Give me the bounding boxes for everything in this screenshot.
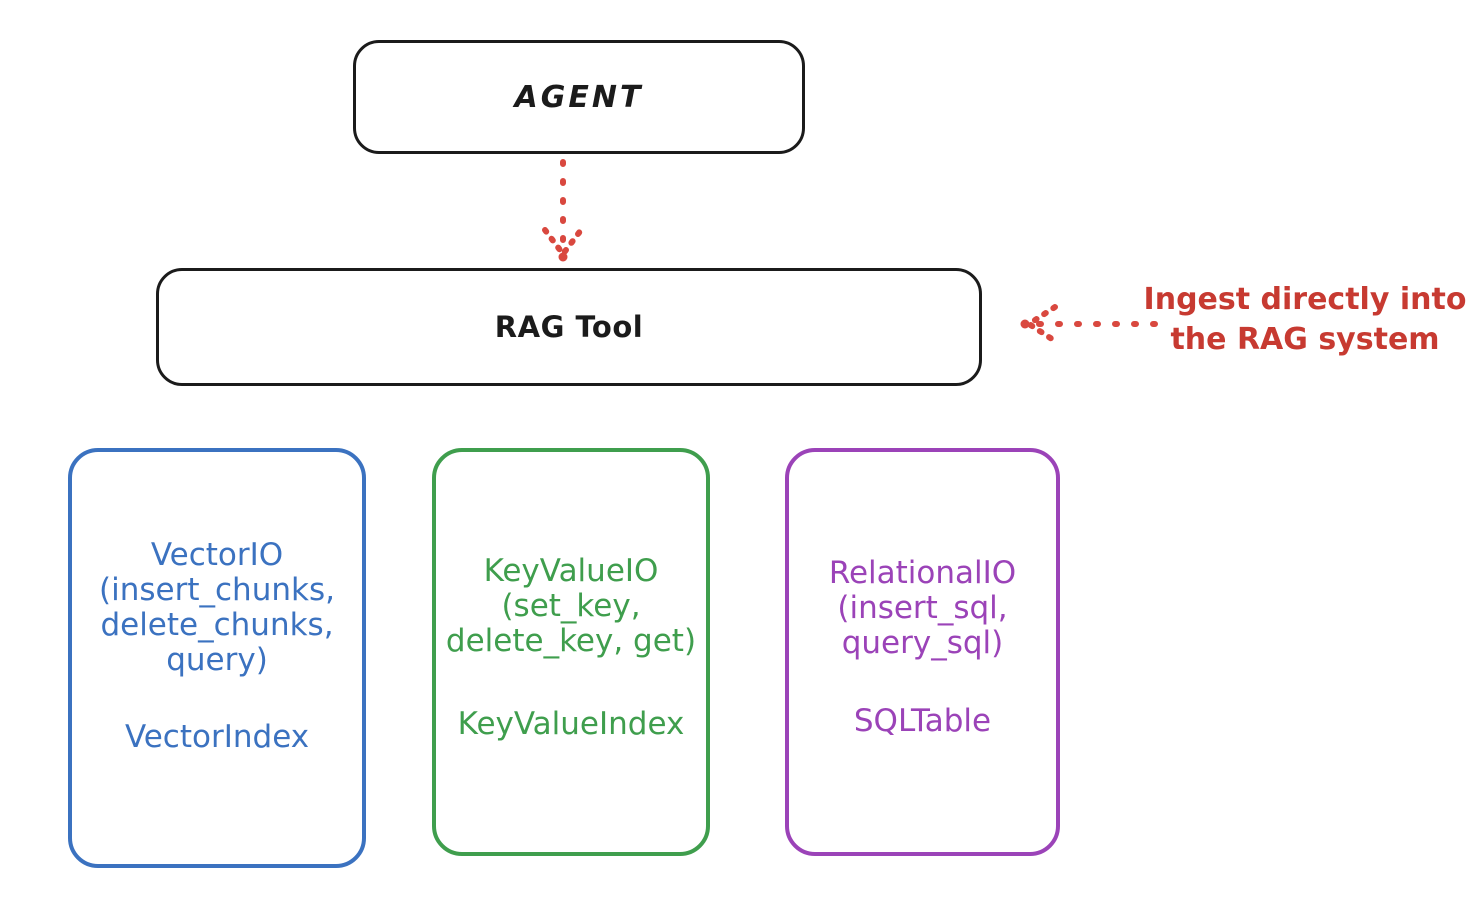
node-vector-io-api-label: VectorIO (insert_chunks, delete_chunks, … bbox=[99, 537, 335, 678]
annotation-ingest-directly: Ingest directly into the RAG system bbox=[1143, 282, 1467, 357]
node-vector-io[interactable]: VectorIO (insert_chunks, delete_chunks, … bbox=[68, 448, 366, 868]
node-rag-tool[interactable]: RAG Tool bbox=[156, 268, 982, 386]
node-relational-io-api-label: RelationalIO (insert_sql, query_sql) bbox=[828, 555, 1017, 661]
node-agent-label: AGENT bbox=[514, 79, 644, 115]
node-vector-index-label: VectorIndex bbox=[124, 719, 310, 755]
node-rag-tool-label: RAG Tool bbox=[494, 310, 644, 344]
node-key-value-io[interactable]: KeyValueIO (set_key, delete_key, get) Ke… bbox=[432, 448, 710, 856]
node-key-value-index-label: KeyValueIndex bbox=[457, 706, 685, 742]
connector-agent-to-rag-tool bbox=[542, 159, 584, 262]
node-agent[interactable]: AGENT bbox=[353, 40, 805, 154]
connector-ingest-to-rag-tool bbox=[1020, 304, 1158, 344]
node-relational-io[interactable]: RelationalIO (insert_sql, query_sql) SQL… bbox=[785, 448, 1060, 856]
node-key-value-io-api-label: KeyValueIO (set_key, delete_key, get) bbox=[445, 553, 697, 659]
node-sql-table-label: SQLTable bbox=[853, 703, 992, 739]
